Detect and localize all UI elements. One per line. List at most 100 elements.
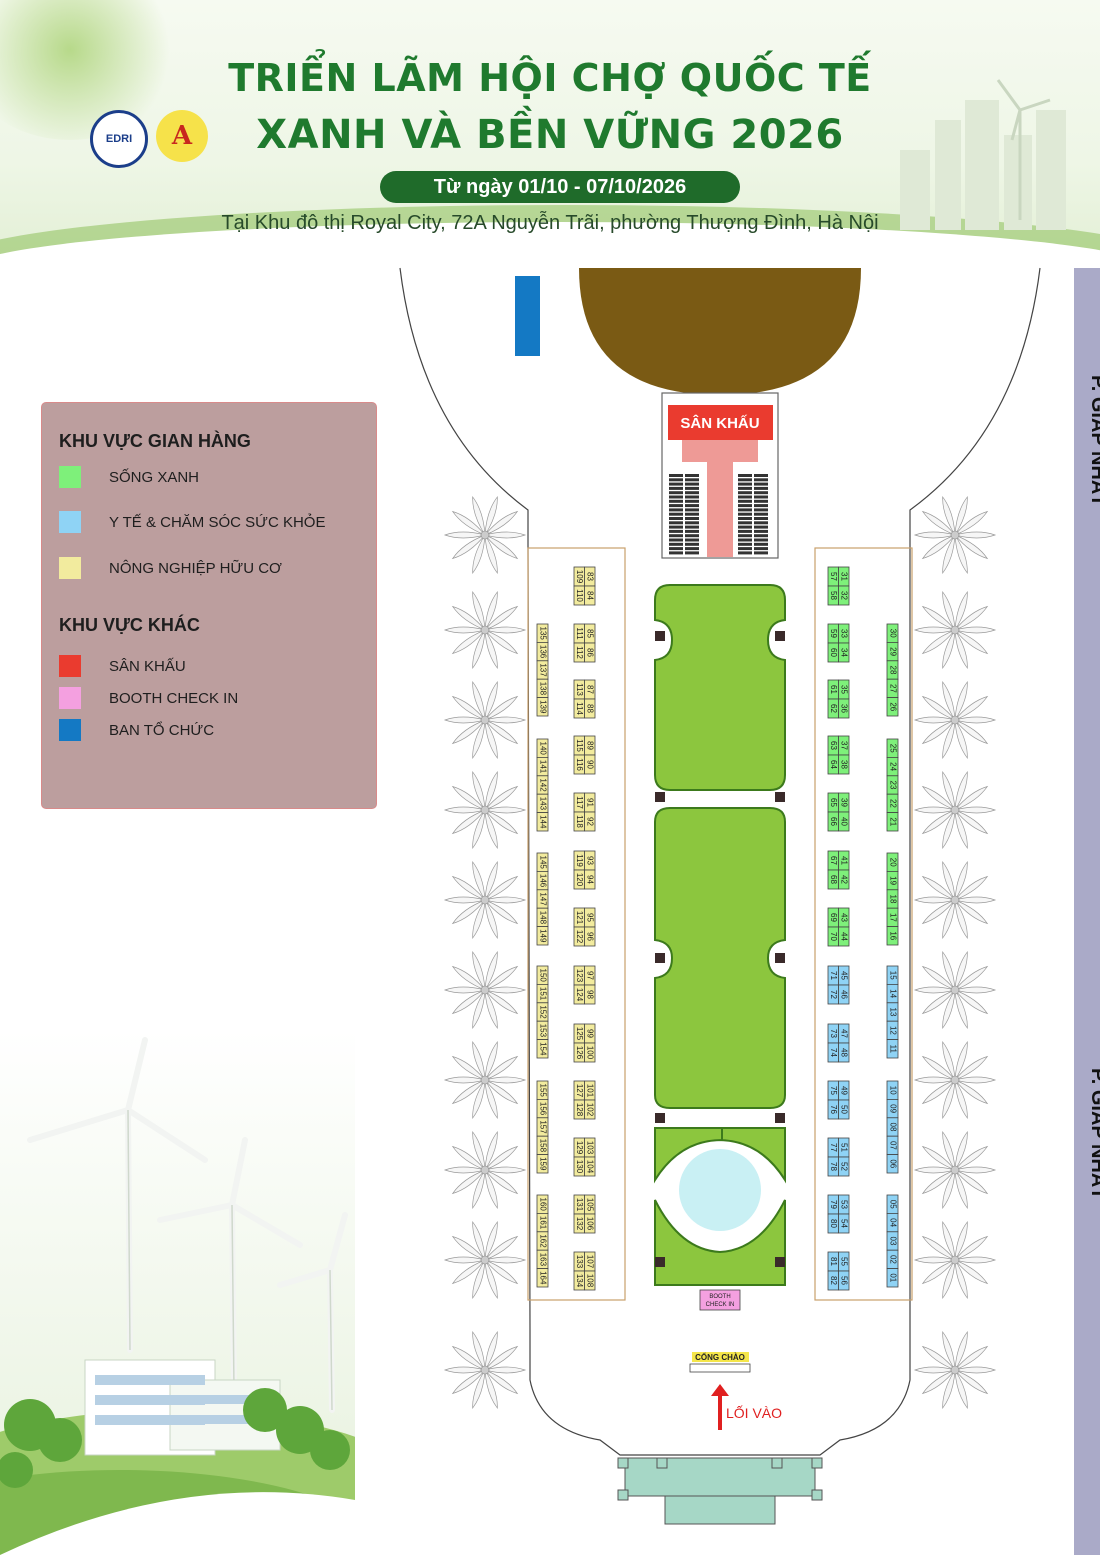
lawn-south	[654, 1199, 786, 1286]
booth-number: 03	[888, 1237, 897, 1246]
partner-logo: A	[156, 110, 208, 162]
booth-number: 89	[586, 741, 595, 750]
booth-number: 101	[586, 1084, 595, 1098]
booth	[827, 754, 839, 775]
seat	[685, 551, 699, 555]
booth-number: 37	[840, 741, 849, 750]
audience-seats	[669, 474, 768, 555]
booth-number: 123	[575, 969, 584, 983]
seat	[685, 495, 699, 499]
booth-number: 20	[888, 858, 897, 867]
booth-number: 02	[888, 1255, 897, 1264]
seat	[738, 495, 752, 499]
booth-number: 25	[888, 744, 897, 753]
legend-item-song-xanh: SỐNG XANH	[59, 465, 199, 489]
booth-number: 12	[888, 1026, 897, 1035]
seat	[754, 529, 768, 533]
lamp-post	[775, 792, 785, 802]
seat	[685, 538, 699, 542]
booth-number: 143	[538, 797, 547, 811]
booth-number: 05	[888, 1200, 897, 1209]
booth-number: 58	[829, 591, 838, 600]
booth	[827, 984, 839, 1005]
seat	[738, 525, 752, 529]
booth-number: 53	[840, 1200, 849, 1209]
seat	[754, 547, 768, 551]
seat	[669, 474, 683, 477]
seat	[738, 482, 752, 486]
booth-number: 138	[538, 682, 547, 696]
booth-number: 155	[538, 1084, 547, 1098]
booth-number: 88	[586, 704, 595, 713]
lamp-post	[775, 1257, 785, 1267]
gate-label: CỔNG CHÀO	[695, 1353, 745, 1362]
seat	[738, 534, 752, 538]
lamp-post	[655, 792, 665, 802]
booth-number: 118	[575, 815, 584, 828]
booth-number: 23	[888, 781, 897, 790]
booth	[573, 1270, 585, 1291]
booth	[573, 642, 585, 663]
booth-number: 76	[829, 1105, 838, 1114]
booth	[536, 1268, 549, 1288]
booth-number: 40	[840, 817, 849, 826]
seat	[738, 542, 752, 546]
palm-tree	[913, 1330, 997, 1410]
booth-number: 87	[586, 685, 595, 694]
seat	[669, 517, 683, 520]
booth-number: 142	[538, 778, 547, 792]
booth-number: 44	[840, 932, 849, 941]
booth	[536, 1154, 549, 1174]
booth-number: 164	[538, 1271, 547, 1285]
lamp-post	[775, 631, 785, 641]
palm-tree	[443, 950, 527, 1030]
booth	[536, 926, 549, 946]
lawn-nw	[654, 1127, 723, 1184]
seat	[754, 491, 768, 495]
booth-number: 60	[829, 648, 838, 657]
seat	[685, 542, 699, 546]
legend-item-booth-check-in: BOOTH CHECK IN	[59, 686, 238, 710]
booth-number: 82	[829, 1276, 838, 1285]
seat	[738, 508, 752, 512]
logo-text: A	[171, 121, 193, 151]
booth	[573, 984, 585, 1005]
stage-label: SÂN KHẤU	[680, 414, 759, 432]
booth-number: 11	[888, 1045, 897, 1054]
seat	[669, 521, 683, 525]
road-label-bottom: P. GIÁP NHẤT	[1087, 1068, 1100, 1200]
booth-number: 34	[840, 648, 849, 657]
seat	[754, 534, 768, 538]
stage	[668, 405, 773, 440]
palm-tree	[443, 590, 527, 670]
booth-number: 16	[888, 931, 897, 940]
palm-tree	[913, 950, 997, 1030]
booth-number: 93	[586, 856, 595, 865]
booth-number: 61	[829, 685, 838, 694]
legend-item-nong-nghiep: NÔNG NGHIỆP HỮU CƠ	[59, 556, 282, 580]
road-label-top: P. GIÁP NHẤT	[1087, 375, 1100, 507]
lamp-post	[655, 953, 665, 963]
legend-label: BOOTH CHECK IN	[109, 689, 239, 707]
seat	[738, 538, 752, 542]
booth-number: 108	[586, 1274, 595, 1288]
seat	[685, 504, 699, 508]
lamp-posts	[655, 631, 785, 1267]
booth-number: 102	[586, 1103, 595, 1117]
palm-tree	[443, 495, 527, 575]
seat	[754, 525, 768, 529]
palm-tree	[913, 860, 997, 940]
palm-trees	[443, 495, 997, 1410]
booth	[573, 754, 585, 775]
booth	[573, 1099, 585, 1120]
booth-number: 103	[586, 1141, 595, 1155]
seat	[754, 508, 768, 512]
booth-number: 127	[575, 1084, 584, 1098]
palm-tree	[913, 495, 997, 575]
booth-number: 104	[586, 1160, 595, 1174]
stage-backdrop	[579, 268, 861, 395]
booth-number: 29	[888, 647, 897, 656]
booth-number: 132	[575, 1217, 584, 1231]
palm-tree	[443, 1220, 527, 1300]
